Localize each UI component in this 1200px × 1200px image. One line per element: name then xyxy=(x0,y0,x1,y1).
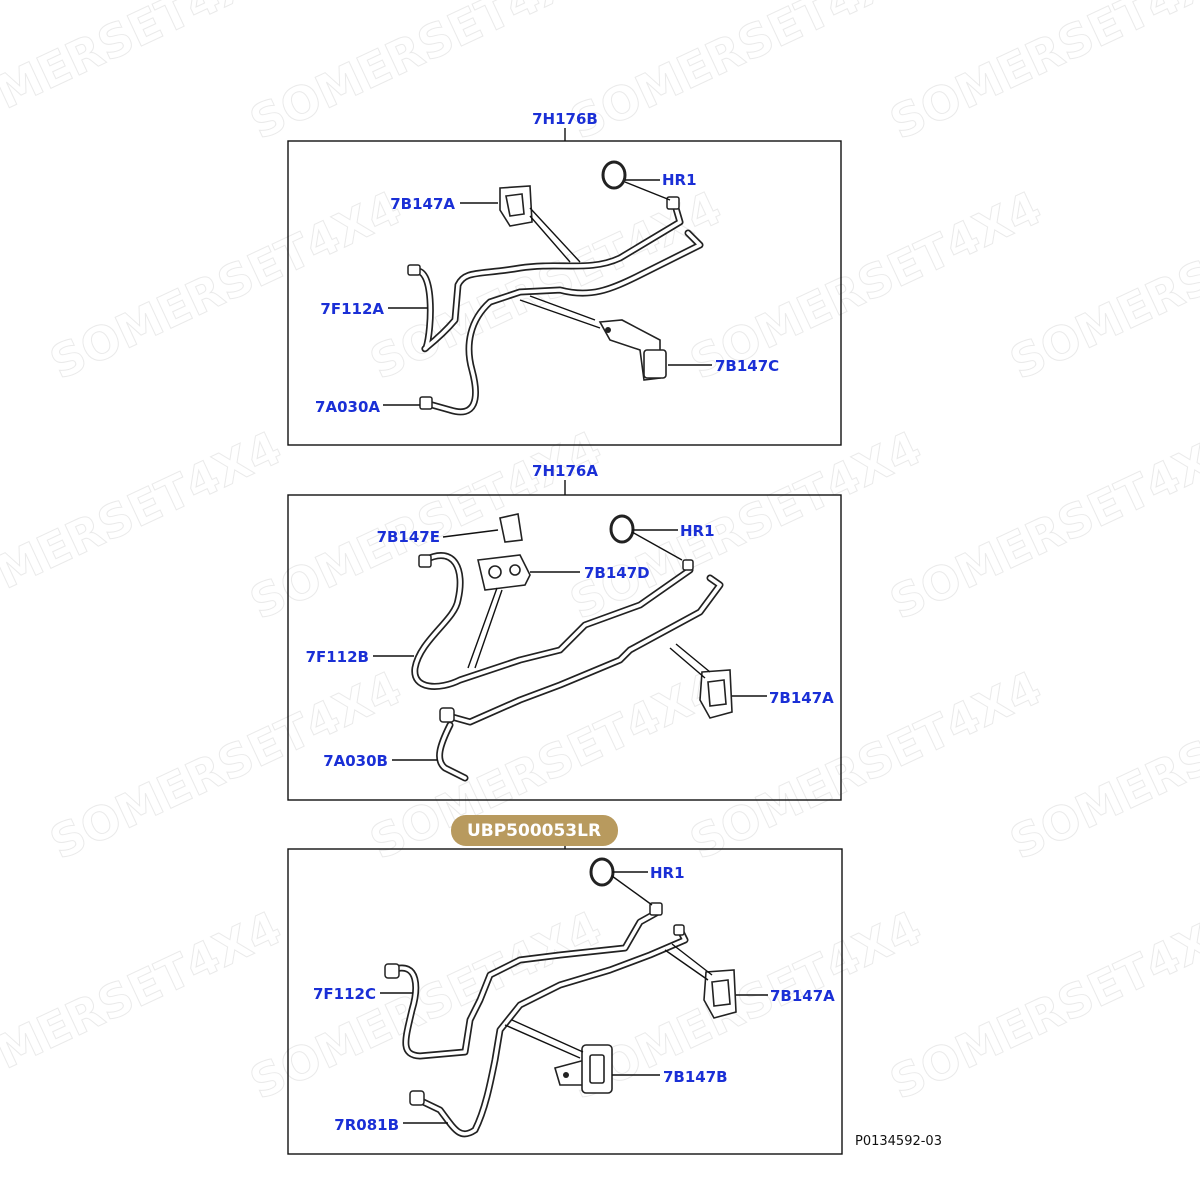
label-7b147c[interactable]: 7B147C xyxy=(715,357,779,375)
part-number-badge[interactable] xyxy=(451,815,618,846)
label-hr1[interactable]: HR1 xyxy=(680,522,715,540)
label-7a030b[interactable]: 7A030B xyxy=(323,752,388,770)
watermark-text: SOMERSET4X4 xyxy=(0,0,289,150)
block-icon xyxy=(477,554,531,591)
watermark-text: SOMERSET4X4 xyxy=(882,900,1200,1110)
watermark-text: SOMERSET4X4 xyxy=(562,0,929,150)
watermark-text: SOMERSET4X4 xyxy=(0,420,289,630)
watermark-text: SOMERSET4X4 xyxy=(882,0,1200,150)
panel-ubp500053lr: UBP500053LR HR1 7F112C xyxy=(287,815,843,1155)
panel-title[interactable]: 7H176A xyxy=(532,462,598,480)
reference-code: P0134592-03 xyxy=(855,1134,942,1149)
label-7b147a[interactable]: 7B147A xyxy=(390,195,455,213)
watermark-text: SOMERSET4X4 xyxy=(562,420,929,630)
watermark-text: SOMERSET4X4 xyxy=(0,900,289,1110)
label-hr1[interactable]: HR1 xyxy=(662,171,697,189)
panel-7h176b: 7H176B HR1 7B147A 7F112A 7B xyxy=(287,110,842,446)
label-7f112c[interactable]: 7F112C xyxy=(313,985,376,1003)
watermark-text: SOMERSET4X4 xyxy=(42,180,409,390)
label-7b147e[interactable]: 7B147E xyxy=(377,528,440,546)
watermark-text: SOMERSET4X4 xyxy=(882,420,1200,630)
label-7b147a[interactable]: 7B147A xyxy=(769,689,834,707)
bracket-icon xyxy=(554,1058,586,1086)
watermark-text: SOMERSET4X4 xyxy=(562,900,929,1110)
o-ring-icon xyxy=(609,514,635,544)
o-ring-icon xyxy=(601,160,627,190)
label-7f112b[interactable]: 7F112B xyxy=(306,648,369,666)
watermark-text: SOMERSET4X4 xyxy=(682,660,1049,870)
label-7b147b[interactable]: 7B147B xyxy=(663,1068,728,1086)
clip-icon xyxy=(499,513,523,543)
watermark-layer: SOMERSET4X4SOMERSET4X4SOMERSET4X4SOMERSE… xyxy=(0,0,1200,1110)
watermark-text: SOMERSET4X4 xyxy=(242,420,609,630)
label-7f112a[interactable]: 7F112A xyxy=(320,300,384,318)
label-hr1[interactable]: HR1 xyxy=(650,864,685,882)
label-7a030a[interactable]: 7A030A xyxy=(315,398,380,416)
panel-title[interactable]: 7H176B xyxy=(532,110,598,128)
label-7b147a[interactable]: 7B147A xyxy=(770,987,835,1005)
o-ring-icon xyxy=(589,857,615,887)
label-7r081b[interactable]: 7R081B xyxy=(334,1116,399,1134)
part-number[interactable]: UBP500053LR xyxy=(467,821,601,841)
label-7b147d[interactable]: 7B147D xyxy=(584,564,650,582)
panel-7h176a: 7H176A HR1 xyxy=(287,462,842,801)
watermark-text: SOMERSET4X4 xyxy=(242,900,609,1110)
